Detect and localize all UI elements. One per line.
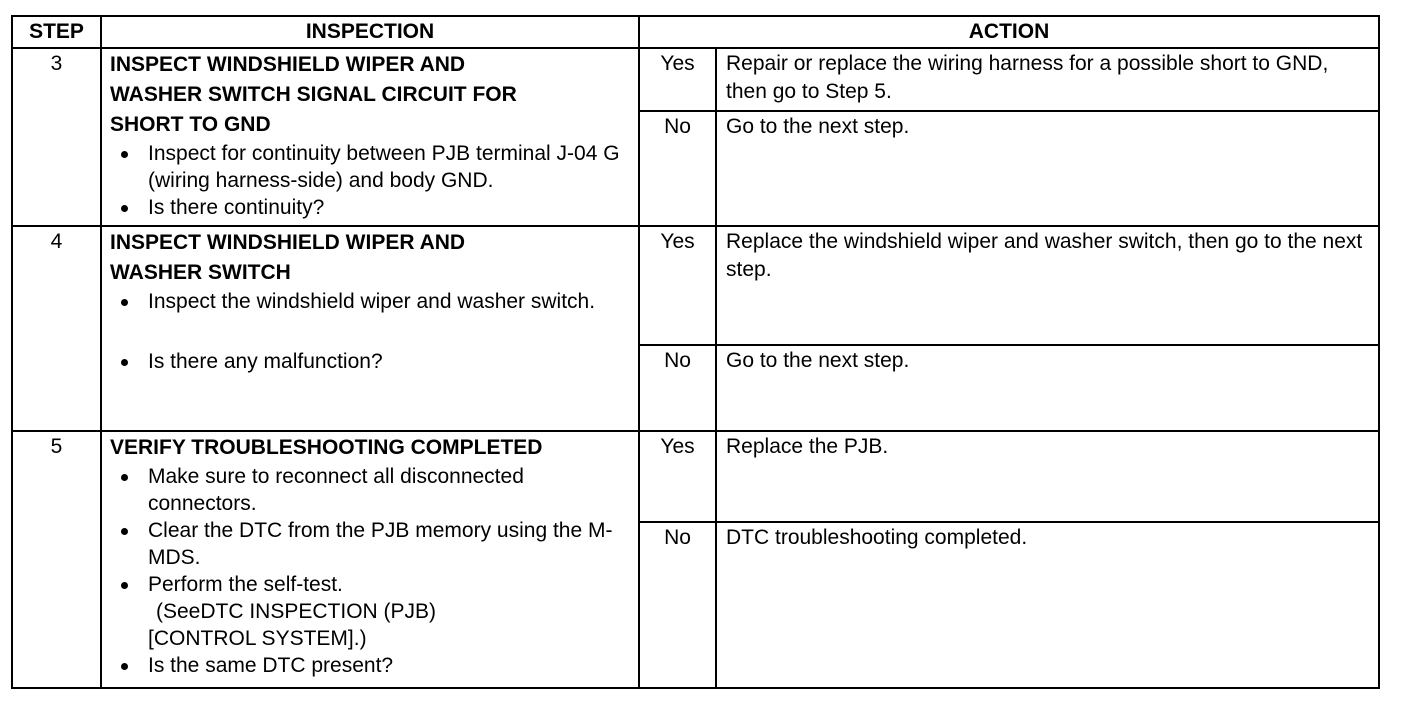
troubleshooting-table: STEP INSPECTION ACTION 3 INSPECT WINDSHI… <box>11 15 1380 689</box>
inspection-title: VERIFY TROUBLESHOOTING COMPLETED <box>110 436 543 459</box>
bullet-item: Perform the self-test. (SeeDTC INSPECTIO… <box>110 571 632 652</box>
reference-line: (SeeDTC INSPECTION (PJB) <box>156 600 437 623</box>
yes-action: Replace the PJB. <box>715 430 1380 523</box>
inspection-title: INSPECT WINDSHIELD WIPER AND WASHER SWIT… <box>110 53 517 136</box>
no-label: No <box>638 110 717 227</box>
reference-line: [CONTROL SYSTEM].) <box>148 627 367 650</box>
inspection-bullets: Make sure to reconnect all disconnected … <box>110 463 632 679</box>
bullet-item: Is there any malfunction? <box>110 348 632 375</box>
no-action: DTC troubleshooting completed. <box>715 521 1380 689</box>
step-3-no-row: No Go to the next step. <box>12 110 1380 227</box>
table-header-row: STEP INSPECTION ACTION <box>11 15 1380 49</box>
step-number: 3 <box>11 47 102 227</box>
step-4-no-row: No Go to the next step. <box>12 344 1380 432</box>
header-inspection: INSPECTION <box>100 15 640 49</box>
step-5-no-row: No DTC troubleshooting completed. <box>12 521 1380 689</box>
header-action: ACTION <box>638 15 1380 49</box>
bullet-item: Make sure to reconnect all disconnected … <box>110 463 632 517</box>
bullet-item: Inspect the windshield wiper and washer … <box>110 288 632 315</box>
no-action: Go to the next step. <box>715 110 1380 227</box>
inspection-bullets: Inspect the windshield wiper and washer … <box>110 288 632 315</box>
inspection-title: INSPECT WINDSHIELD WIPER AND WASHER SWIT… <box>110 231 466 284</box>
step-number: 4 <box>11 225 102 432</box>
step-3-yes-row: 3 INSPECT WINDSHIELD WIPER AND WASHER SW… <box>11 47 1380 227</box>
no-label: No <box>638 344 717 432</box>
inspection-cell: INSPECT WINDSHIELD WIPER AND WASHER SWIT… <box>100 225 640 432</box>
yes-action: Repair or replace the wiring harness for… <box>715 47 1380 112</box>
yes-label: Yes <box>638 225 717 346</box>
inspection-cell: VERIFY TROUBLESHOOTING COMPLETED Make su… <box>100 430 640 689</box>
step-5-yes-row: 5 VERIFY TROUBLESHOOTING COMPLETED Make … <box>11 430 1380 689</box>
step-number: 5 <box>11 430 102 689</box>
inspection-cell: INSPECT WINDSHIELD WIPER AND WASHER SWIT… <box>100 47 640 227</box>
yes-label: Yes <box>638 47 717 112</box>
no-label: No <box>638 521 717 689</box>
yes-action: Replace the windshield wiper and washer … <box>715 225 1380 346</box>
inspection-bullets: Is there any malfunction? <box>110 348 632 375</box>
step-4-yes-row: 4 INSPECT WINDSHIELD WIPER AND WASHER SW… <box>11 225 1380 432</box>
inspection-bullets: Inspect for continuity between PJB termi… <box>110 140 632 221</box>
bullet-item: Inspect for continuity between PJB termi… <box>110 140 632 194</box>
header-step: STEP <box>11 15 102 49</box>
no-action: Go to the next step. <box>715 344 1380 432</box>
bullet-item: Clear the DTC from the PJB memory using … <box>110 517 632 571</box>
yes-label: Yes <box>638 430 717 523</box>
bullet-item: Is there continuity? <box>110 194 632 221</box>
bullet-item: Is the same DTC present? <box>110 652 632 679</box>
